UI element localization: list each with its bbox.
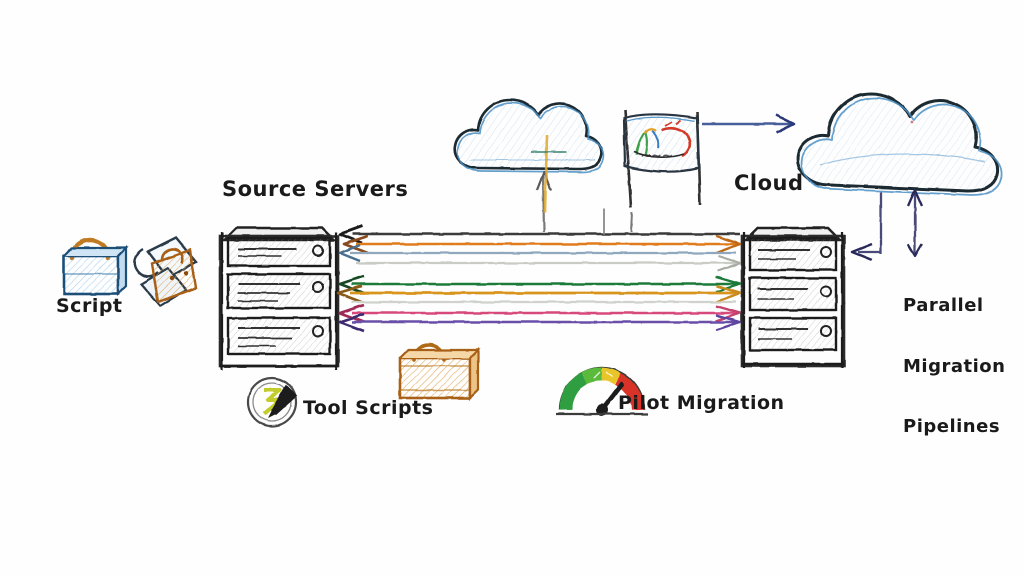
label-pipelines-line3: Pipelines xyxy=(903,416,1001,438)
label-tool-scripts: Tool Scripts xyxy=(303,397,434,419)
hand-document-icon xyxy=(133,236,198,308)
cloud-to-target-rack-arrow xyxy=(850,188,924,262)
cloud-to-pipeline-arrow xyxy=(531,134,566,233)
migration-pipelines xyxy=(336,224,742,333)
speedometer-gauge-icon xyxy=(556,366,648,416)
label-source-servers: Source Servers xyxy=(222,177,409,201)
label-parallel-migration-pipelines: Parallel Migration Pipelines xyxy=(903,256,1005,478)
script-pen-badge-icon xyxy=(246,376,298,428)
target-server-rack[interactable] xyxy=(740,226,846,368)
label-pilot-migration: Pilot Migration xyxy=(618,392,785,414)
cloud-icon-right xyxy=(796,92,1003,196)
source-server-rack[interactable] xyxy=(218,226,340,370)
cloud-icon-left xyxy=(453,98,605,173)
flag-to-cloud-arrow xyxy=(702,113,796,135)
banner-flag-icon: ~~~ xyxy=(622,109,702,209)
label-pipelines-line1: Parallel xyxy=(903,295,984,317)
script-toolbox-icon xyxy=(62,237,129,297)
label-script: Script xyxy=(56,295,123,317)
label-pipelines-line2: Migration xyxy=(903,355,1006,377)
banner-to-pipeline-arrow xyxy=(603,208,633,234)
tool-crate-icon xyxy=(398,343,481,401)
label-cloud: Cloud xyxy=(734,171,804,195)
